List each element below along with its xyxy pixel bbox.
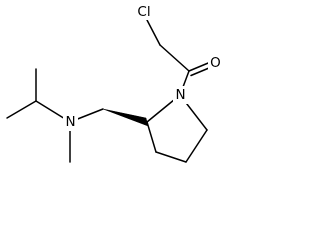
oxygen-label: O — [210, 55, 221, 71]
chlorine-label: Cl — [137, 4, 150, 20]
bond-cl-ch2 — [146, 19, 161, 46]
bond-ring-c4-c3 — [155, 151, 187, 163]
bond-ring-c5-c4 — [185, 129, 208, 163]
oxygen-label-bg — [208, 54, 223, 71]
ring-nitrogen-label-bg — [173, 86, 188, 104]
stereo-wedge-bond — [102, 108, 149, 127]
amine-nitrogen-label: N — [65, 114, 75, 130]
chlorine-label-bg — [133, 3, 155, 20]
ring-nitrogen-label: N — [175, 87, 185, 103]
bond-ch2-carbonyl — [159, 44, 190, 72]
amine-nitrogen-label-bg — [63, 113, 78, 131]
chemical-structure: Cl O N N — [6, 3, 223, 163]
bond-ring-c3-c2 — [146, 121, 157, 153]
bond-isopropyl-methyl-b — [6, 100, 37, 119]
